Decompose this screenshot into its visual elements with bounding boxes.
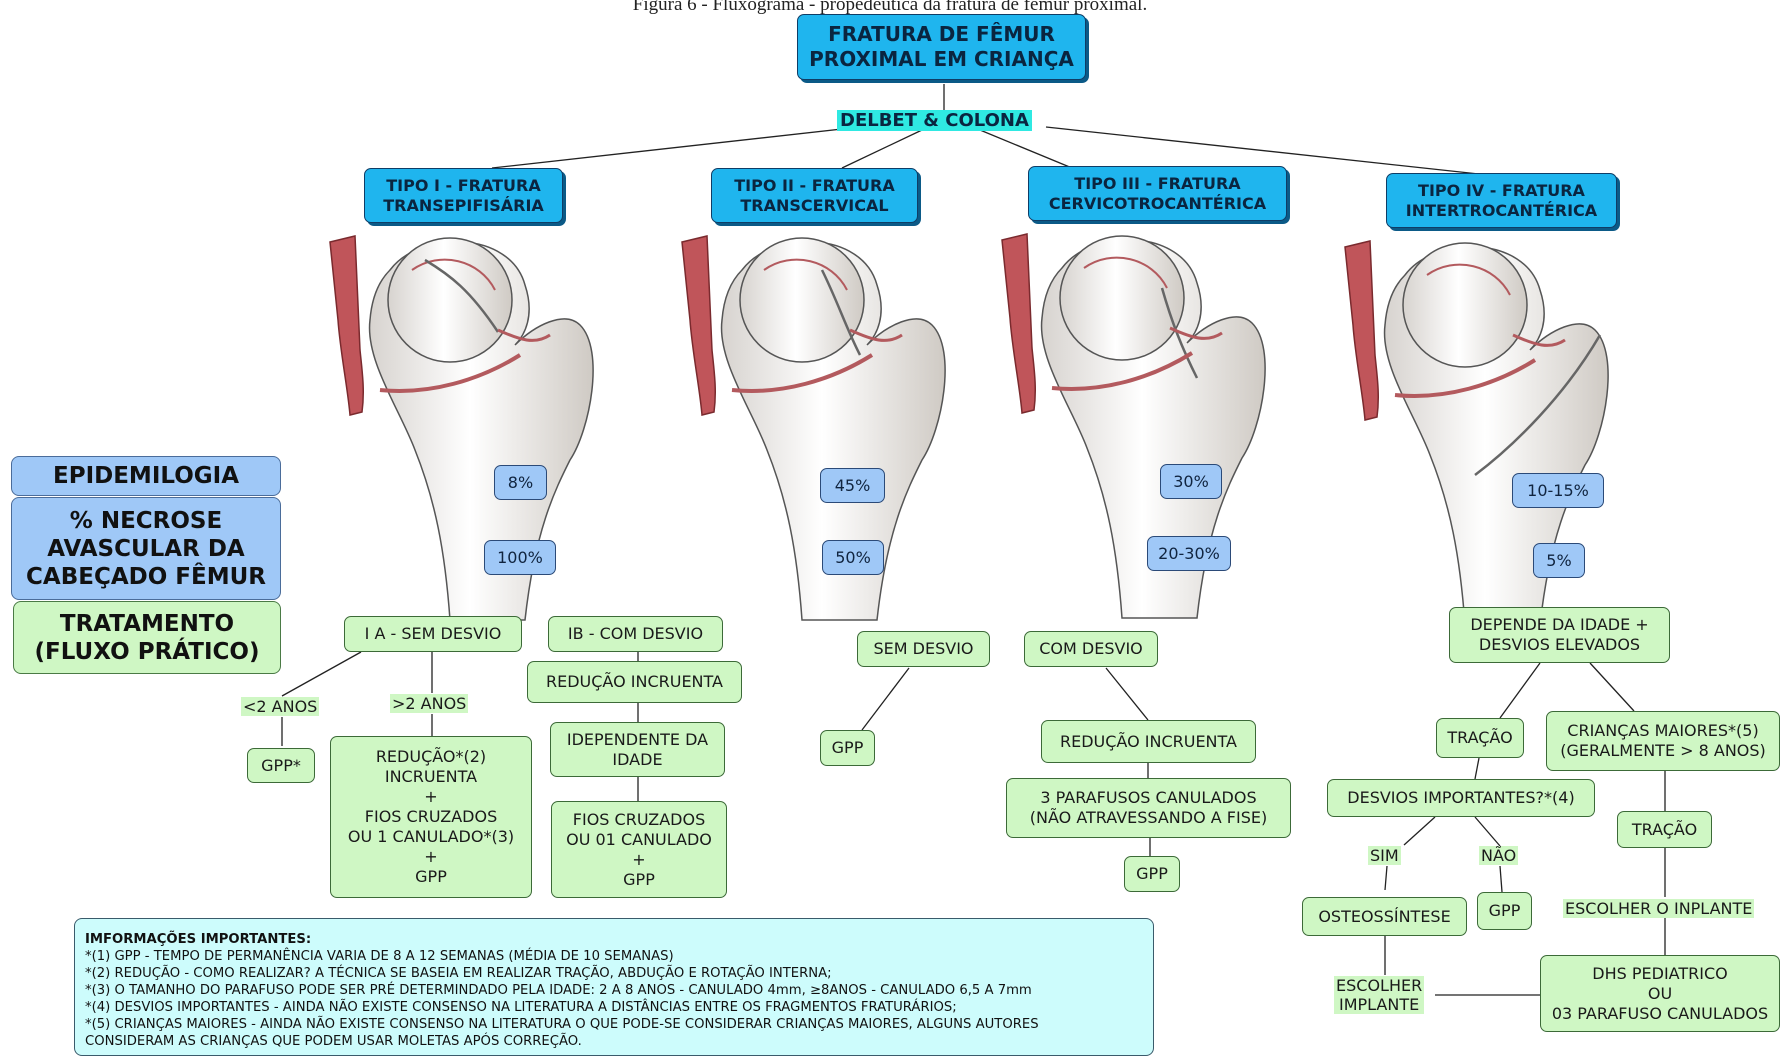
diagram-title: FRATURA DE FÊMUR PROXIMAL EM CRIANÇA	[797, 14, 1086, 80]
type-4-epidemiology: 10-15%	[1512, 473, 1604, 508]
t3-screws: 3 PARAFUSOS CANULADOS (NÃO ATRAVESSANDO …	[1006, 778, 1291, 838]
info-line: *(3) O TAMANHO DO PARAFUSO PODE SER PRÉ …	[85, 982, 1143, 999]
t4-gpp: GPP	[1477, 892, 1532, 930]
t4-choose-the-implant: ESCOLHER O INPLANTE	[1563, 899, 1754, 918]
classification-label: DELBET & COLONA	[837, 110, 1032, 131]
t1-ib-reduction: REDUÇÃO INCRUENTA	[527, 661, 742, 703]
t3-with-shift: COM DESVIO	[1024, 631, 1158, 667]
type-1-epidemiology: 8%	[494, 465, 547, 500]
t4-traction: TRAÇÃO	[1436, 718, 1524, 758]
t3-gpp: GPP	[1124, 856, 1180, 892]
type-2-necrosis: 50%	[822, 540, 884, 575]
t4-yes: SIM	[1368, 846, 1401, 865]
t4-osteosynthesis: OSTEOSSÍNTESE	[1302, 897, 1467, 936]
legend-epidemiology: EPIDEMILOGIA	[11, 456, 281, 496]
t2-gpp: GPP	[820, 730, 875, 766]
legend-necrosis: % NECROSE AVASCULAR DA CABEÇADO FÊMUR	[11, 497, 281, 600]
type-3-epidemiology: 30%	[1160, 464, 1222, 499]
type-3-header: TIPO III - FRATURA CERVICOTROCANTÉRICA	[1028, 166, 1287, 221]
type-1-header: TIPO I - FRATURA TRANSEPIFISÁRIA	[364, 168, 563, 223]
t1-ib-with-shift: IB - COM DESVIO	[548, 616, 723, 652]
type-2-header: TIPO II - FRATURA TRANSCERVICAL	[711, 168, 918, 223]
type-2-epidemiology: 45%	[820, 468, 885, 503]
t4-depends-age: DEPENDE DA IDADE + DESVIOS ELEVADOS	[1449, 607, 1670, 663]
t4-no: NÃO	[1479, 846, 1518, 865]
t1-ib-age: IDEPENDENTE DA IDADE	[550, 722, 725, 777]
t1-less-2-years: <2 ANOS	[241, 697, 319, 716]
info-title: IMFORMAÇÕES IMPORTANTES:	[85, 931, 1143, 948]
femur-illustration-type-1	[320, 230, 620, 620]
t1-ia-no-shift: I A - SEM DESVIO	[344, 616, 522, 652]
t4-major-shifts: DESVIOS IMPORTANTES?*(4)	[1327, 779, 1595, 817]
info-line: *(2) REDUÇÃO - COMO REALIZAR? A TÉCNICA …	[85, 965, 1143, 982]
legend-treatment: TRATAMENTO (FLUXO PRÁTICO)	[13, 601, 281, 674]
important-info-box: IMFORMAÇÕES IMPORTANTES: *(1) GPP - TEMP…	[74, 918, 1154, 1056]
t1-reduction: REDUÇÃO*(2) INCRUENTA + FIOS CRUZADOS OU…	[330, 736, 532, 898]
t4-older-children: CRIANÇAS MAIORES*(5) (GERALMENTE > 8 ANO…	[1546, 711, 1780, 771]
femur-illustration-type-3	[992, 228, 1292, 618]
t4-choose-implant: ESCOLHER IMPLANTE	[1334, 976, 1424, 1014]
info-line: *(1) GPP - TEMPO DE PERMANÊNCIA VARIA DE…	[85, 948, 1143, 965]
t4-dhs: DHS PEDIATRICO OU 03 PARAFUSO CANULADOS	[1540, 955, 1780, 1032]
t2-no-shift: SEM DESVIO	[857, 631, 990, 667]
t1-more-2-years: >2 ANOS	[390, 694, 468, 713]
femur-illustration-type-4	[1335, 235, 1635, 625]
type-4-necrosis: 5%	[1533, 543, 1585, 578]
type-3-necrosis: 20-30%	[1147, 536, 1231, 571]
info-line: *(5) CRIANÇAS MAIORES - AINDA NÃO EXISTE…	[85, 1016, 1143, 1033]
t1-gpp-star: GPP*	[247, 748, 315, 783]
t3-reduction: REDUÇÃO INCRUENTA	[1041, 720, 1256, 763]
info-line: *(4) DESVIOS IMPORTANTES - AINDA NÃO EXI…	[85, 999, 1143, 1016]
t1-ib-wires: FIOS CRUZADOS OU 01 CANULADO + GPP	[551, 801, 727, 898]
type-1-necrosis: 100%	[484, 540, 556, 575]
t4-traction-older: TRAÇÃO	[1617, 811, 1712, 848]
info-line: CONSIDERAM AS CRIANÇAS QUE PODEM USAR MO…	[85, 1033, 1143, 1050]
type-4-header: TIPO IV - FRATURA INTERTROCANTÉRICA	[1386, 173, 1617, 228]
